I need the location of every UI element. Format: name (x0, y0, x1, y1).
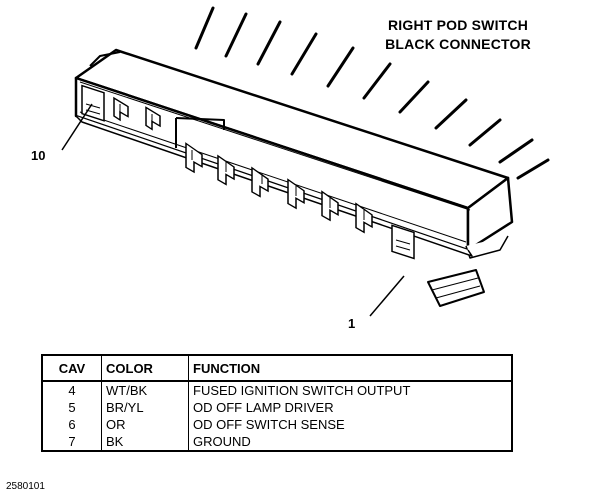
wires (194, 6, 550, 180)
cav-cell: 5 (41, 399, 102, 416)
title-line-2: BLACK CONNECTOR (385, 36, 531, 52)
figure-id: 2580101 (6, 481, 45, 492)
function-cell: OD OFF LAMP DRIVER (188, 399, 513, 416)
cav-cell: 7 (41, 433, 102, 452)
latch (427, 269, 485, 307)
table-row: 6 OR OD OFF SWITCH SENSE (41, 416, 513, 433)
pin-leaders (61, 103, 405, 317)
header-cav: CAV (41, 354, 102, 382)
table-row: 4 WT/BK FUSED IGNITION SWITCH OUTPUT (41, 381, 513, 399)
header-color: COLOR (101, 354, 189, 382)
connector-body (74, 48, 514, 259)
table-row: 5 BR/YL OD OFF LAMP DRIVER (41, 399, 513, 416)
pin-label-1: 1 (348, 316, 356, 331)
function-cell: OD OFF SWITCH SENSE (188, 416, 513, 433)
cavity-detail (85, 103, 411, 251)
title-line-1: RIGHT POD SWITCH (387, 17, 529, 33)
cav-cell: 6 (41, 416, 102, 433)
table-row: 7 BK GROUND (41, 433, 513, 452)
pin-label-10: 10 (31, 148, 46, 163)
connector-title: RIGHT POD SWITCH BLACK CONNECTOR (352, 16, 564, 54)
pinout-table: CAV COLOR FUNCTION 4 WT/BK FUSED IGNITIO… (41, 354, 513, 452)
table-header-row: CAV COLOR FUNCTION (41, 354, 513, 382)
color-cell: WT/BK (101, 381, 189, 399)
cav-cell: 4 (41, 381, 102, 399)
function-cell: GROUND (188, 433, 513, 452)
color-cell: OR (101, 416, 189, 433)
connector-drawing (61, 6, 550, 317)
color-cell: BR/YL (101, 399, 189, 416)
color-cell: BK (101, 433, 189, 452)
header-function: FUNCTION (188, 354, 513, 382)
function-cell: FUSED IGNITION SWITCH OUTPUT (188, 381, 513, 399)
